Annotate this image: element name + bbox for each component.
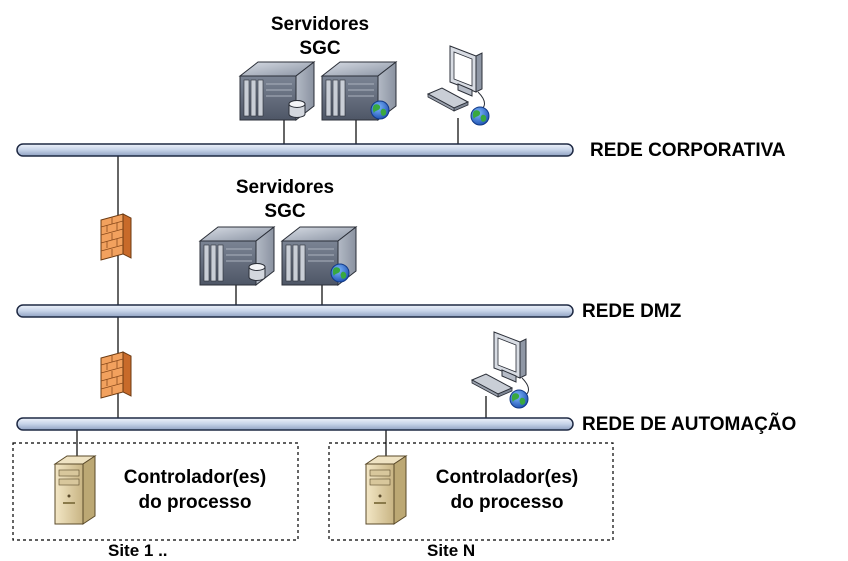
automation-network-label: REDE DE AUTOMAÇÃO	[582, 414, 797, 435]
server-icon	[199, 226, 275, 286]
site-1-controller-label: Controlador(es) do processo	[100, 465, 290, 515]
corporate-network-bus	[16, 143, 574, 157]
controller-label-line2: do processo	[138, 492, 252, 513]
site-n-controller-label: Controlador(es) do processo	[412, 465, 602, 515]
site-n-label: Site N	[427, 541, 476, 560]
servers-label-line2: SGC	[264, 201, 306, 222]
corporate-network-label: REDE CORPORATIVA	[590, 140, 786, 161]
firewall-icon	[100, 351, 132, 399]
dmz-network-bus	[16, 304, 574, 318]
firewall-icon	[100, 213, 132, 261]
dmz-network-label: REDE DMZ	[582, 301, 682, 322]
site-1-box	[12, 442, 299, 541]
automation-network-bus	[16, 417, 574, 431]
controller-label-line1: Controlador(es)	[435, 467, 579, 488]
server-icon	[281, 226, 357, 286]
corporate-servers-label: Servidores SGC	[255, 13, 385, 61]
workstation-icon	[427, 45, 490, 126]
workstation-icon	[471, 331, 529, 409]
controller-label-line1: Controlador(es)	[123, 467, 267, 488]
server-icon	[321, 61, 397, 121]
site-1-label: Site 1 ..	[108, 541, 168, 560]
server-icon	[239, 61, 315, 121]
servers-label-line2: SGC	[299, 38, 341, 59]
controller-icon	[365, 455, 407, 525]
dmz-servers-label: Servidores SGC	[220, 176, 350, 224]
servers-label-line1: Servidores	[270, 14, 370, 35]
servers-label-line1: Servidores	[235, 177, 335, 198]
site-n-box	[328, 442, 614, 541]
controller-label-line2: do processo	[450, 492, 564, 513]
controller-icon	[54, 455, 96, 525]
